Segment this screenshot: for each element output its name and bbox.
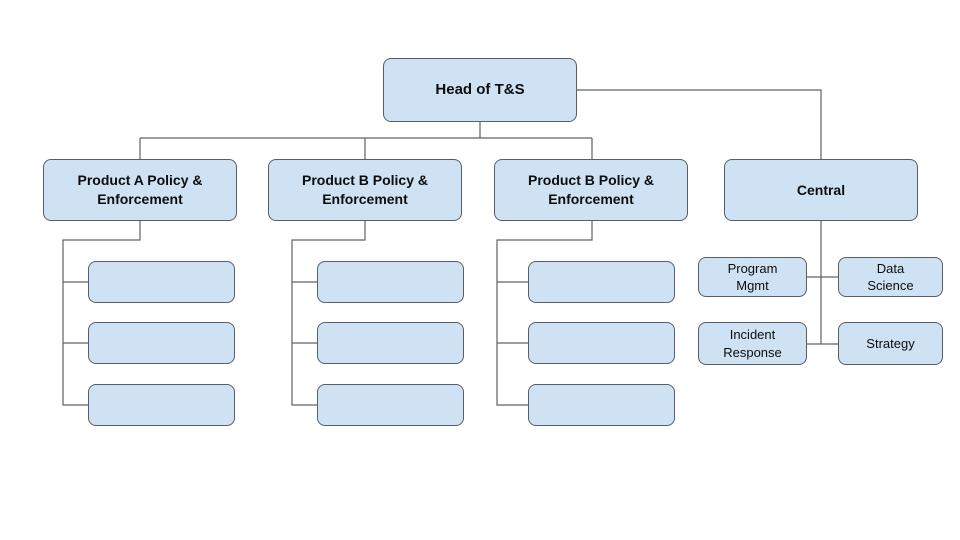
node-label: Product A Policy & Enforcement [77,172,203,207]
connector-root-central [577,89,822,159]
node-label [156,341,168,345]
connector-root-bus [139,122,593,159]
connector-product-b1-children [291,221,366,406]
node-label: Strategy [866,335,915,351]
connector-product-a-children [62,221,141,406]
node-product-a-sub-3[interactable] [88,384,235,426]
node-label [596,403,608,407]
node-label: Product B Policy & Enforcement [527,172,655,207]
node-head-of-ts[interactable]: Head of T&S [383,58,577,122]
node-label [385,403,397,407]
node-product-b2-sub-2[interactable] [528,322,675,364]
node-product-b-policy-enforcement-2[interactable]: Product B Policy & Enforcement [494,159,688,221]
node-label: Central [796,181,846,198]
node-label [385,341,397,345]
node-central[interactable]: Central [724,159,918,221]
node-product-a-sub-2[interactable] [88,322,235,364]
node-incident-response[interactable]: Incident Response [698,322,807,365]
node-label [596,280,608,284]
node-product-a-sub-1[interactable] [88,261,235,303]
node-product-b2-sub-3[interactable] [528,384,675,426]
connector-central-children [807,221,838,345]
node-label [156,280,168,284]
node-label: Program Mgmt [727,260,778,293]
node-label: Product B Policy & Enforcement [301,172,429,207]
node-strategy[interactable]: Strategy [838,322,943,365]
node-product-b2-sub-1[interactable] [528,261,675,303]
node-product-b-policy-enforcement-1[interactable]: Product B Policy & Enforcement [268,159,462,221]
node-label [156,403,168,407]
node-data-science[interactable]: Data Science [838,257,943,297]
node-product-a-policy-enforcement[interactable]: Product A Policy & Enforcement [43,159,237,221]
node-program-mgmt[interactable]: Program Mgmt [698,257,807,297]
connector-product-b2-children [496,221,593,406]
node-product-b1-sub-2[interactable] [317,322,464,364]
node-label: Incident Response [723,327,782,360]
node-label: Head of T&S [435,80,525,98]
node-product-b1-sub-3[interactable] [317,384,464,426]
node-product-b1-sub-1[interactable] [317,261,464,303]
node-label: Data Science [867,260,914,293]
node-label [385,280,397,284]
node-label [596,341,608,345]
